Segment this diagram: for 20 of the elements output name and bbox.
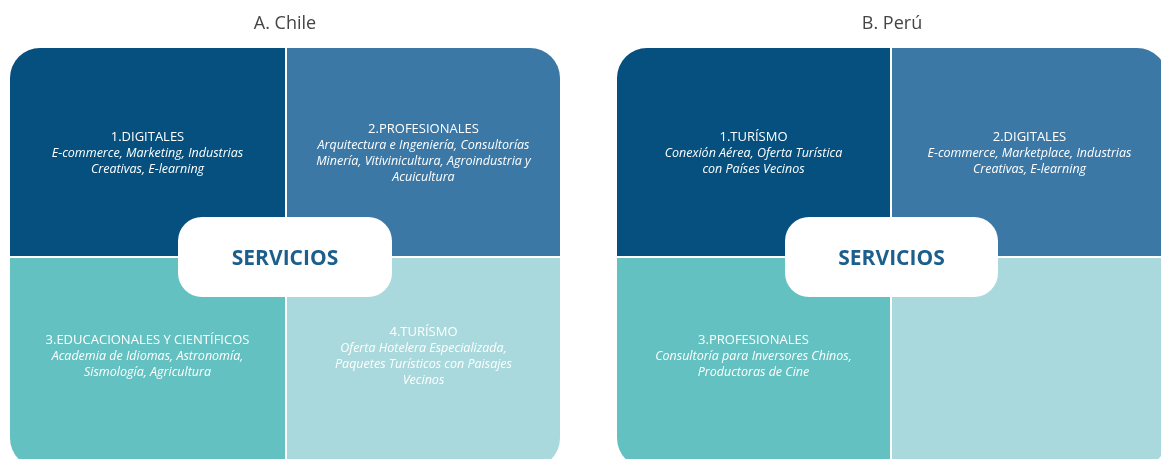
category-heading: 2.PROFESIONALES (368, 119, 479, 137)
center-label-box (178, 217, 392, 297)
panel-title: B. Perú (860, 10, 924, 34)
center-label: SERVICIOS (838, 243, 945, 271)
category-heading: 4.TURÍSMO (389, 322, 458, 340)
category-heading: 1.TURÍSMO (719, 127, 788, 145)
category-examples: Oferta Hotelera Especializada, Paquetes Turísticos con Paisajes Vecinos (334, 339, 513, 388)
category-examples: Arquitectura e Ingeniería, Consultorías Minería, Vitivinicultura, Agroindustria y Acuicultura (315, 136, 532, 185)
panel-title: A. Chile (252, 10, 318, 34)
category-examples: Consultoría para Inversores Chinos, Productoras de Cine (654, 347, 853, 380)
category-heading: 3.PROFESIONALES (698, 330, 809, 348)
category-examples: Conexión Aérea, Oferta Turística con Países Vecinos (663, 144, 844, 177)
category-examples: E-commerce, Marketing, Industrias Creativas, E-learning (50, 144, 245, 177)
category-heading: 1.DIGITALES (110, 127, 185, 145)
category-heading: 3.EDUCACIONALES Y CIENTÍFICOS (45, 330, 250, 348)
category-examples: Academia de Idiomas, Astronomía, Sismología, Agricultura (50, 347, 245, 380)
center-label-box (785, 217, 998, 297)
category-examples: E-commerce, Marketplace, Industrias Creativas, E-learning (926, 144, 1133, 177)
center-label: SERVICIOS (231, 243, 339, 271)
category-heading: 2.DIGITALES (992, 127, 1067, 145)
